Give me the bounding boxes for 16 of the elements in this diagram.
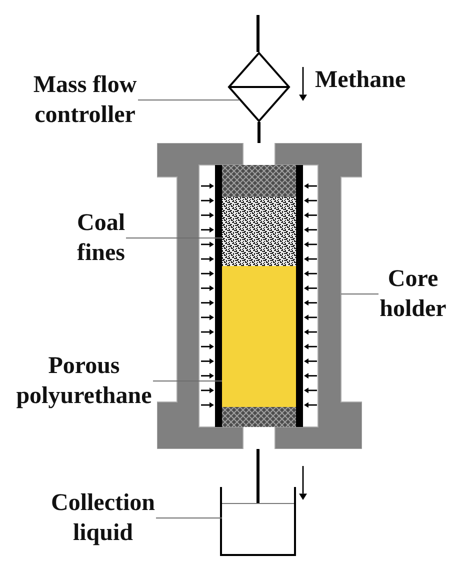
coal-layer [222, 197, 296, 266]
gas-label: Methane [315, 66, 406, 95]
pipe [258, 122, 260, 143]
part-label: Porous polyurethane [15, 351, 153, 411]
pipe [256, 449, 260, 503]
part-label: Collection liquid [50, 488, 156, 548]
part-label: Coal fines [76, 208, 126, 268]
part-label: Mass flow controller [32, 70, 138, 130]
polyurethane-layer [222, 266, 296, 407]
mesh-plate [222, 407, 296, 427]
mesh-plate [222, 165, 296, 197]
core-holder [157, 143, 362, 449]
flow-controller-symbol [228, 52, 290, 122]
leader-line [152, 380, 222, 382]
pipe [256, 15, 260, 52]
part-label: Core holder [378, 264, 448, 324]
